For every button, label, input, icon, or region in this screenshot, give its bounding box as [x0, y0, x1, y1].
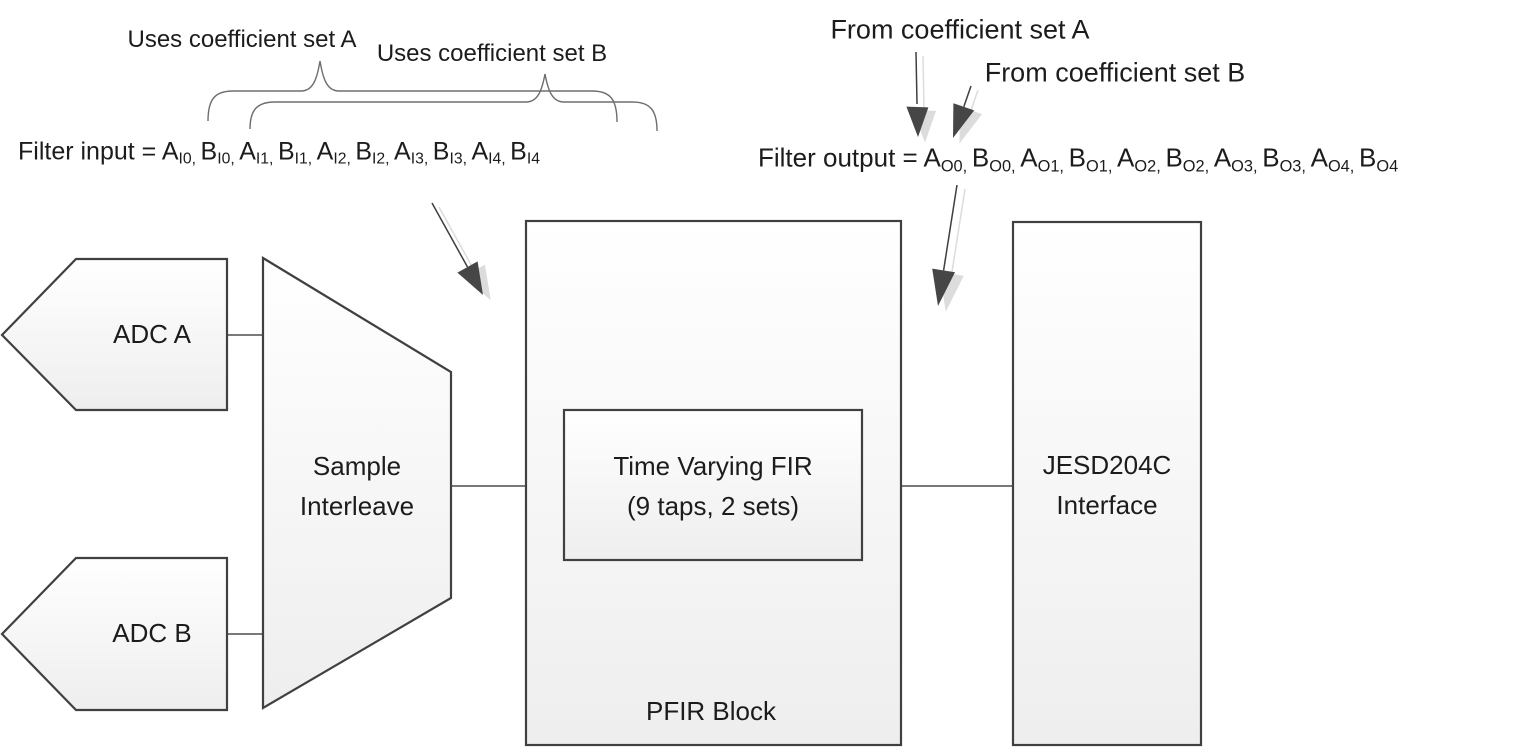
adc-a-shape: [0, 257, 229, 412]
fir-inner-shape: [562, 408, 864, 562]
filter-output-label: Filter output = AO0,BO0,AO1,BO1,AO2,BO2,…: [758, 142, 1399, 176]
uses-coefficient-set-b-label: Uses coefficient set B: [376, 40, 608, 67]
arrow-set-b: [953, 85, 983, 144]
sample-interleave-label: Sample Interleave: [299, 451, 415, 521]
arrow-output-to-jesd: [932, 184, 966, 312]
adc-a-label: ADC A: [112, 319, 192, 349]
jesd204c-interface-label: JESD204C Interface: [1042, 450, 1172, 520]
from-coefficient-set-a-label: From coefficient set A: [830, 14, 1090, 45]
jesd-shape: [1011, 220, 1203, 747]
adc-b-label: ADC B: [112, 618, 192, 648]
filter-input-label: Filter input = AI0,BI0,AI1,BI1,AI2,BI2,A…: [18, 137, 540, 168]
sample-interleave-shape: [261, 256, 453, 710]
pfir-block-label: PFIR Block: [645, 696, 777, 726]
time-varying-fir-label: Time Varying FIR (9 taps, 2 sets): [613, 451, 813, 521]
brace-set-b: [249, 73, 658, 132]
uses-coefficient-set-a-label: Uses coefficient set A: [127, 26, 357, 53]
arrow-input-to-pfir: [431, 202, 491, 301]
from-coefficient-set-b-label: From coefficient set B: [984, 57, 1246, 88]
brace-set-a: [207, 60, 618, 123]
arrow-set-a: [906, 51, 937, 143]
adc-b-shape: [0, 556, 229, 712]
